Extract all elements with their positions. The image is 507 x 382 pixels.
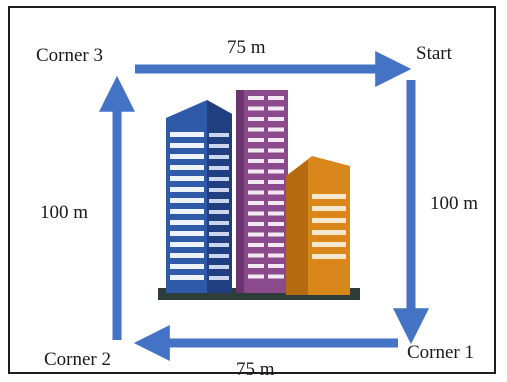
corner-1-label: Corner 1 <box>407 342 475 363</box>
corner-3-label: Corner 3 <box>36 45 104 66</box>
left-distance-label: 100 m <box>40 202 89 223</box>
top-distance-label: 75 m <box>227 37 266 58</box>
bottom-distance-label: 75 m <box>236 359 275 380</box>
right-distance-label: 100 m <box>430 193 479 214</box>
buildings-icon <box>158 90 360 300</box>
orange-tower <box>286 156 350 295</box>
corner-2-label: Corner 2 <box>44 349 112 370</box>
start-label: Start <box>416 43 452 64</box>
